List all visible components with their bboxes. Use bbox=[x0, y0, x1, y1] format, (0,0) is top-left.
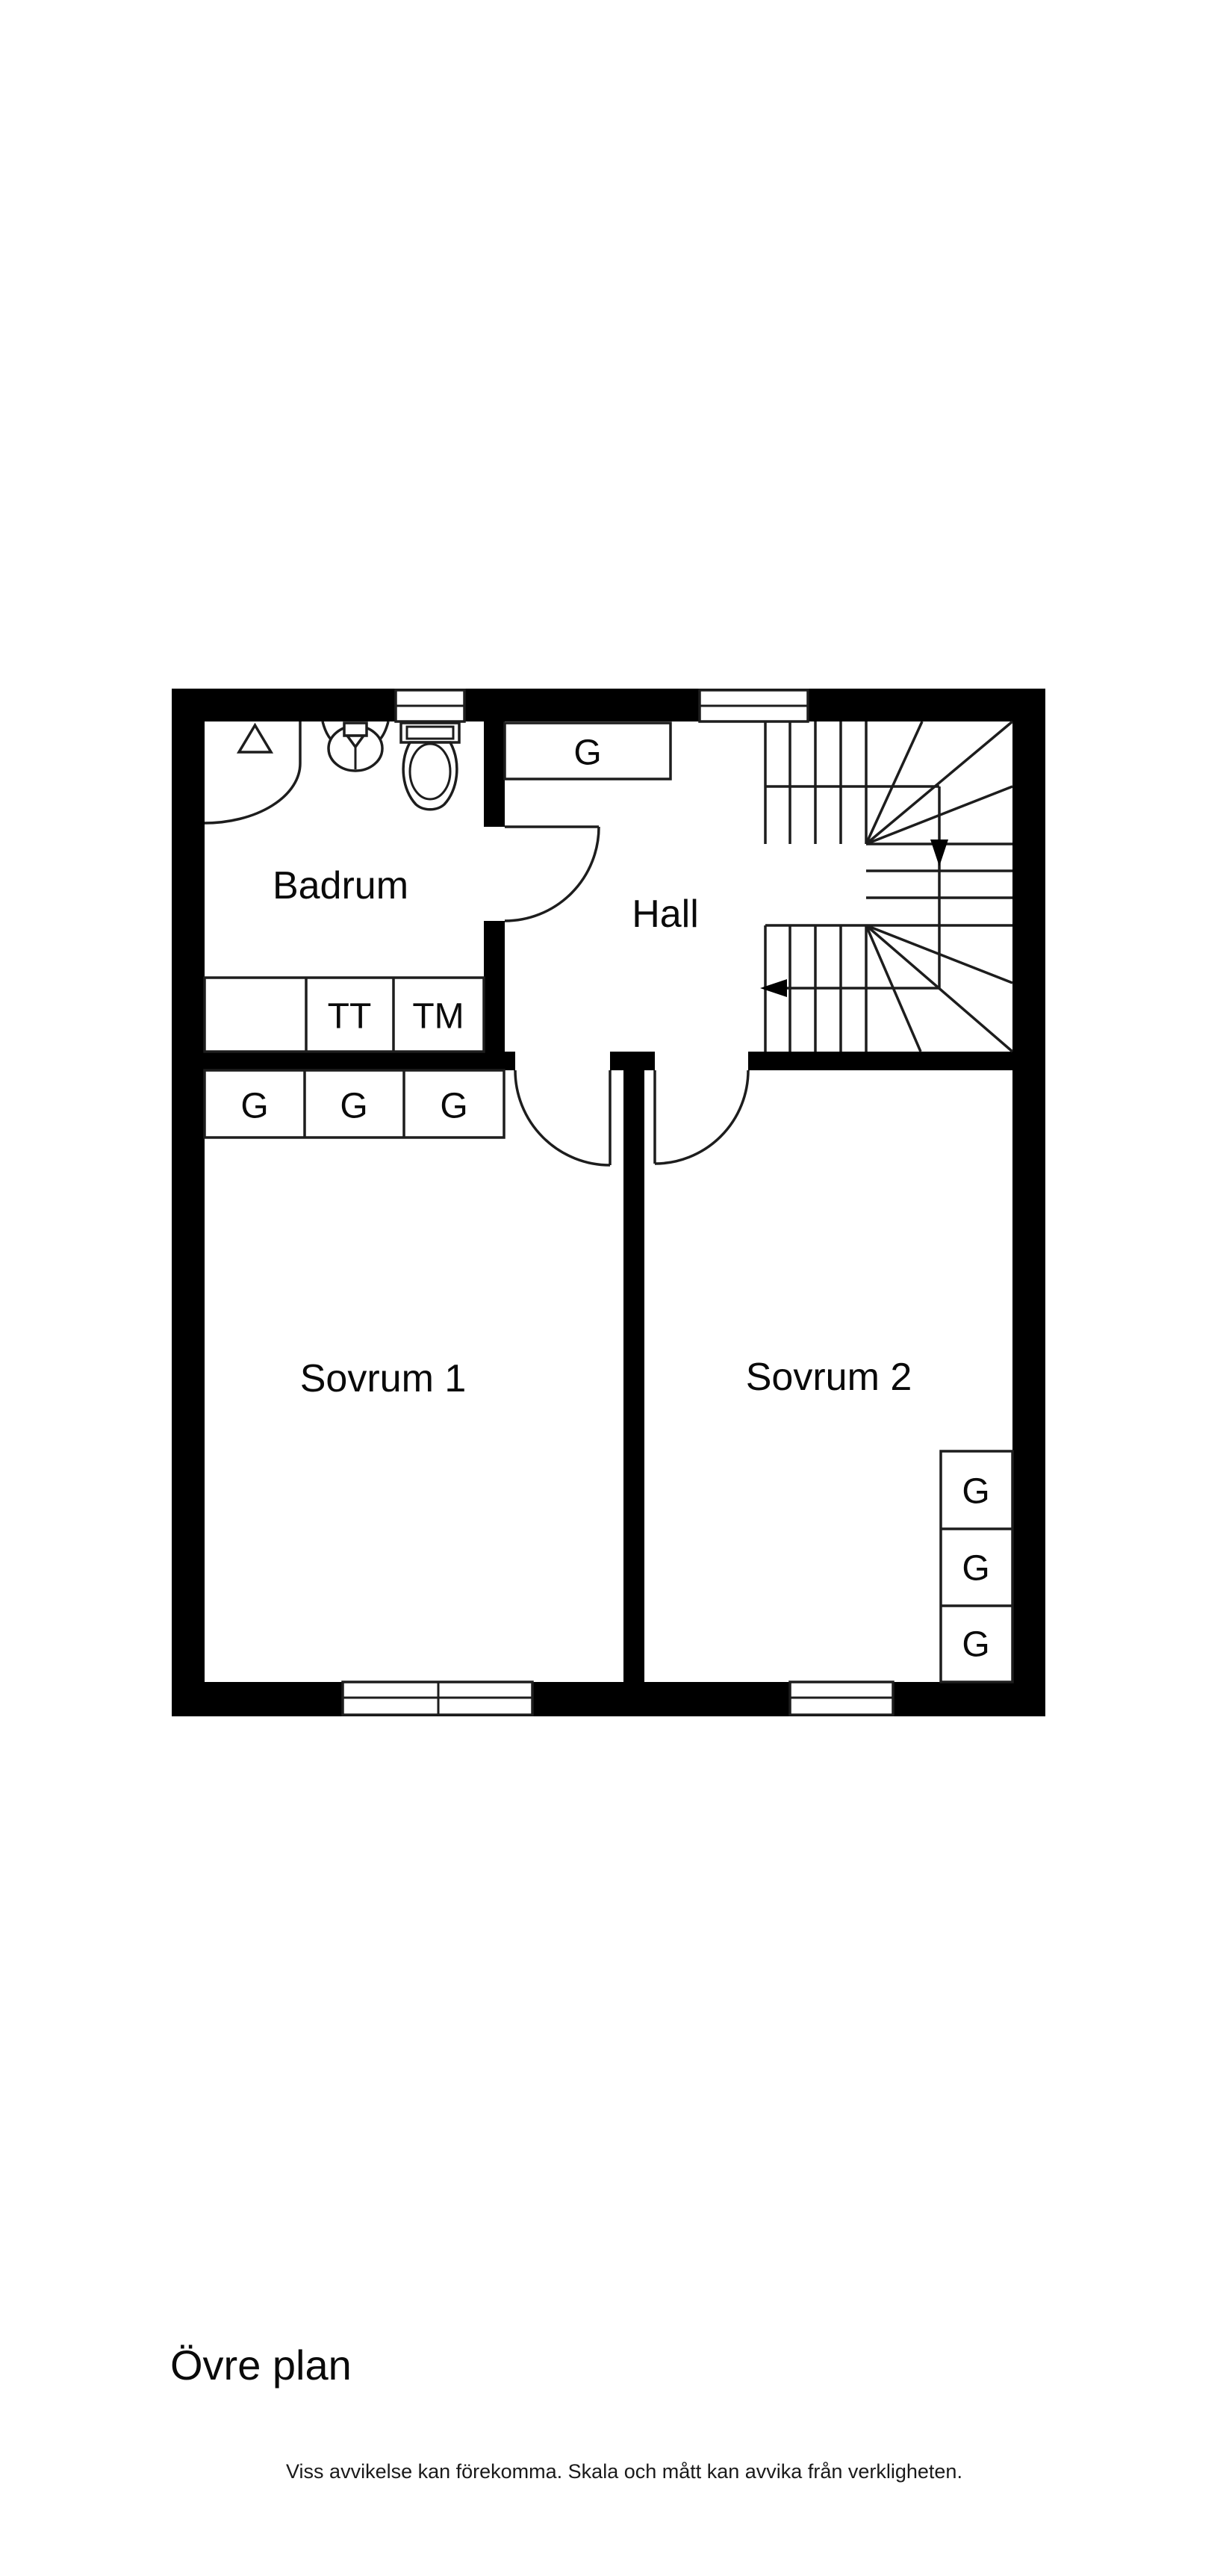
wall-bathroom-right-upper bbox=[484, 721, 505, 827]
wardrobe-label-bedroom2-b: G bbox=[962, 1549, 989, 1589]
door-bedroom2 bbox=[653, 1070, 750, 1165]
wall-bedroom-divider bbox=[623, 1070, 644, 1682]
stairs-down-arrow-icon bbox=[930, 839, 948, 866]
room-label-bedroom1: Sovrum 1 bbox=[300, 1357, 467, 1400]
closets bbox=[203, 721, 1014, 1683]
wall-hall-stub bbox=[610, 1052, 655, 1070]
wardrobe-label-bedroom1-c: G bbox=[440, 1087, 467, 1126]
dryer-label: TT bbox=[328, 997, 372, 1037]
interior-walls bbox=[172, 721, 1045, 1682]
door-bedroom1 bbox=[514, 1070, 612, 1167]
wall-bathroom-right-lower bbox=[484, 921, 505, 1052]
room-label-bathroom: Badrum bbox=[273, 864, 408, 907]
floor-title: Övre plan bbox=[170, 2341, 352, 2389]
wall-hall-right bbox=[748, 1052, 1045, 1070]
wardrobe-label-bedroom1-a: G bbox=[240, 1087, 268, 1126]
staircase bbox=[760, 720, 1014, 1053]
wall-top bbox=[172, 689, 1045, 721]
washing-machine-label: TM bbox=[412, 997, 464, 1037]
room-label-bedroom2: Sovrum 2 bbox=[746, 1356, 912, 1399]
bedroom1-wardrobes bbox=[203, 1069, 505, 1139]
toilet-icon bbox=[399, 721, 461, 811]
hall-wardrobe bbox=[503, 721, 672, 780]
wardrobe-label-bedroom1-b: G bbox=[340, 1087, 367, 1126]
wall-hall-left bbox=[172, 1052, 515, 1070]
window-bedroom2 bbox=[788, 1680, 895, 1716]
wardrobe-label-bedroom2-c: G bbox=[962, 1625, 989, 1665]
doors bbox=[504, 825, 750, 1167]
window-bedroom1 bbox=[341, 1680, 534, 1716]
shower-icon bbox=[204, 721, 302, 825]
room-label-hall: Hall bbox=[632, 893, 699, 936]
stairs-exit-arrow-icon bbox=[760, 979, 787, 997]
wall-left bbox=[172, 689, 205, 1716]
bathroom-fixtures bbox=[203, 721, 485, 1053]
windows bbox=[341, 689, 895, 1716]
bedroom2-wardrobes bbox=[939, 1450, 1014, 1683]
wall-right bbox=[1012, 689, 1045, 1716]
wardrobe-label-hall: G bbox=[573, 733, 601, 773]
wardrobe-label-bedroom2-a: G bbox=[962, 1472, 989, 1512]
outer-walls bbox=[172, 689, 1045, 1716]
disclaimer-text: Viss avvikelse kan förekomma. Skala och … bbox=[286, 2460, 962, 2483]
sink-icon bbox=[321, 721, 390, 772]
door-bathroom bbox=[504, 825, 600, 922]
wall-bottom bbox=[172, 1682, 1045, 1716]
window-stairwell bbox=[698, 689, 809, 723]
window-bathroom bbox=[394, 689, 466, 723]
appliance-row bbox=[203, 976, 485, 1053]
